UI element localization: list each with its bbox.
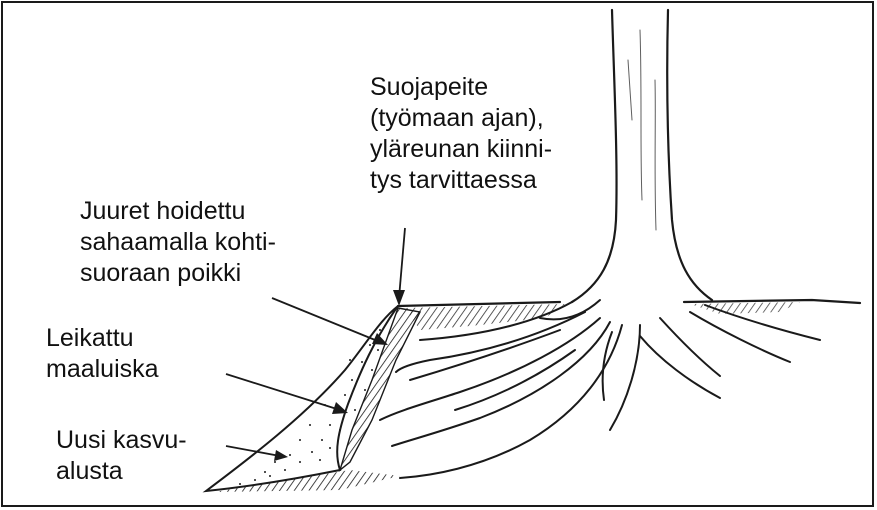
label-line: Uusi kasvu-	[56, 425, 187, 456]
label-line: Juuret hoidettu	[80, 196, 276, 227]
label-line: Leikattu	[46, 323, 159, 354]
leader-roots	[272, 298, 380, 342]
label-protective-cover: Suojapeite (työmaan ajan), yläreunan kii…	[370, 72, 552, 196]
label-line: yläreunan kiinni-	[370, 134, 552, 165]
leader-cover	[399, 228, 405, 298]
label-line: (työmaan ajan),	[370, 103, 552, 134]
label-cut-roots: Juuret hoidettu sahaamalla kohti- suoraa…	[80, 196, 276, 289]
label-line: tys tarvittaessa	[370, 165, 552, 196]
label-line: Suojapeite	[370, 72, 552, 103]
leader-slope	[226, 374, 340, 410]
label-line: suoraan poikki	[80, 258, 276, 289]
trunk-bark-lines	[628, 30, 656, 230]
arrowhead-cover	[393, 290, 405, 306]
label-new-growing-medium: Uusi kasvu- alusta	[56, 425, 187, 487]
soil-hatching-right	[690, 302, 800, 314]
label-line: maaluiska	[46, 354, 159, 385]
label-line: sahaamalla kohti-	[80, 227, 276, 258]
label-line: alusta	[56, 456, 187, 487]
label-cut-soil-slope: Leikattu maaluiska	[46, 323, 159, 385]
tree-trunk	[572, 10, 712, 302]
